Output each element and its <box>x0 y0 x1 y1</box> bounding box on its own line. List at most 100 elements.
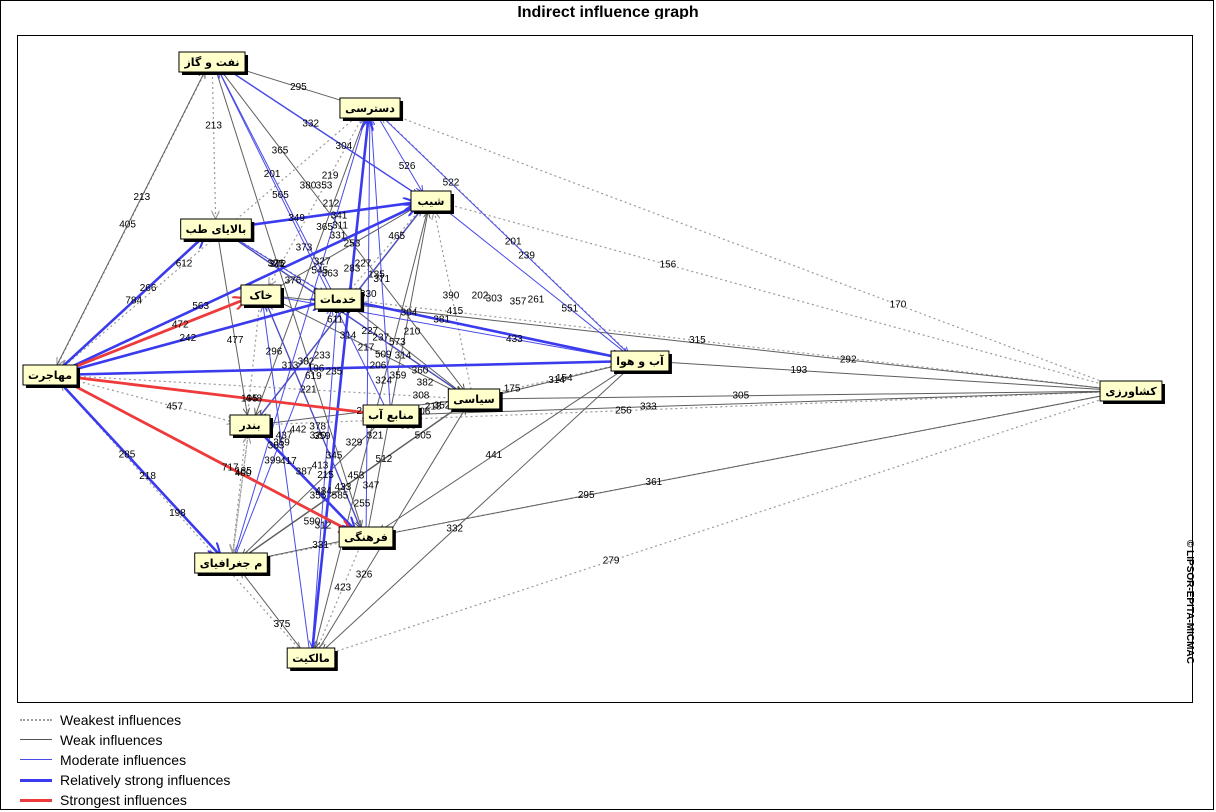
edge-weight-label: 585 <box>332 491 349 502</box>
edge-weight-label: 413 <box>312 461 329 472</box>
node-box <box>314 288 362 310</box>
node-farhangi[interactable]: فرهنگی <box>338 526 396 550</box>
node-balayi[interactable]: بالایای طب <box>180 218 255 242</box>
edge-weight-label: 304 <box>336 141 353 152</box>
edge-farhangi-to-malekiat <box>318 545 361 648</box>
node-naft[interactable]: نفت و گاز <box>178 51 249 75</box>
edge-weight-label: 305 <box>732 390 749 401</box>
edge-weight-label: 256 <box>615 405 632 416</box>
edge-keshavarzi-to-manabe <box>407 390 1118 414</box>
edge-mohajerat-to-jografiayi <box>58 381 220 555</box>
edge-weight-label: 360 <box>412 366 429 377</box>
edge-weight-label: 185 <box>235 466 252 477</box>
legend-swatch-weakest <box>20 719 52 721</box>
edge-weight-label: 717 <box>222 463 239 474</box>
node-jografiayi[interactable]: م جغرافیای <box>194 552 271 576</box>
edge-weight-label: 303 <box>486 294 503 305</box>
edge-weight-label: 206 <box>370 361 387 372</box>
node-label: مالکیت <box>292 652 330 665</box>
node-label: سیاسی <box>453 393 494 406</box>
edge-weight-label: 154 <box>556 373 573 384</box>
node-mohajerat[interactable]: مهاجرت <box>22 364 81 388</box>
edge-weight-label: 349 <box>288 213 305 224</box>
edge-weight-label: 357 <box>510 297 527 308</box>
edge-weight-label: 314 <box>395 351 412 362</box>
node-box <box>240 284 282 306</box>
edge-weight-label: 441 <box>486 450 503 461</box>
node-manabe[interactable]: منابع آب <box>362 404 422 428</box>
node-box <box>229 414 271 436</box>
edge-weight-label: 195 <box>241 393 258 404</box>
legend-swatch-relatively-strong <box>20 779 52 782</box>
edge-weight-label: 237 <box>372 333 389 344</box>
edge-weight-label: 405 <box>119 219 136 230</box>
node-malekiat[interactable]: مالکیت <box>286 647 338 671</box>
node-khak[interactable]: خاک <box>240 284 284 308</box>
edge-weight-label: 296 <box>266 347 283 358</box>
edge-weight-label: 399 <box>264 455 281 466</box>
node-khadamat[interactable]: خدمات <box>314 288 365 312</box>
edge-weight-label: 352 <box>434 401 451 412</box>
edge-weight-label: 526 <box>399 161 416 172</box>
edge-weight-label: 333 <box>640 401 657 412</box>
edge-weight-label: 400 <box>235 468 252 479</box>
node-abohava[interactable]: آب و هوا <box>610 350 672 374</box>
node-label: خاک <box>249 289 272 302</box>
edge-mohajerat-to-khadamat <box>63 302 323 374</box>
legend-label: Weakest influences <box>60 712 182 728</box>
legend-swatch-weak <box>20 739 52 740</box>
edge-weight-label: 156 <box>660 259 677 270</box>
edge-weight-label: 359 <box>390 371 407 382</box>
edge-keshavarzi-to-siasi <box>490 390 1118 399</box>
node-siasi[interactable]: سیاسی <box>447 388 503 412</box>
edge-weight-label: 327 <box>314 256 331 267</box>
edge-jografiayi-to-khadamat <box>235 309 332 554</box>
node-label: بالایای طب <box>186 223 247 236</box>
legend-label: Weak influences <box>60 732 163 748</box>
edge-keshavarzi-to-dastresi <box>385 112 1119 389</box>
node-label: کشاورزی <box>1105 385 1157 398</box>
edge-weight-label: 484 <box>315 486 332 497</box>
edge-khadamat-to-malekiat <box>312 308 338 647</box>
edge-shib-to-naft <box>226 68 420 197</box>
node-bandar[interactable]: بندر <box>229 414 273 438</box>
edge-keshavarzi-to-khak <box>277 296 1118 391</box>
edge-weight-label: 213 <box>133 192 150 203</box>
edge-weight-label: 612 <box>176 259 193 270</box>
edge-siasi-to-shib <box>434 212 472 390</box>
node-shib[interactable]: شیب <box>410 190 454 214</box>
edge-weight-label: 314 <box>340 331 357 342</box>
edge-weight-label: 253 <box>344 239 361 250</box>
edge-weight-label: 512 <box>376 454 393 465</box>
node-box <box>410 190 452 212</box>
edge-keshavarzi-to-malekiat <box>326 393 1118 654</box>
edge-weight-label: 314 <box>548 375 565 386</box>
node-dastresi[interactable]: دسترسی <box>339 97 404 121</box>
edge-weight-label: 242 <box>180 333 197 344</box>
edge-weight-label: 221 <box>300 384 317 395</box>
edge-weight-label: 193 <box>791 365 808 376</box>
edge-weight-label: 279 <box>603 555 620 566</box>
edge-weight-label: 361 <box>646 477 663 488</box>
edge-weight-label: 376 <box>285 276 302 287</box>
legend-swatch-moderate <box>20 759 52 760</box>
edge-mohajerat-to-manabe <box>63 374 375 414</box>
edge-bandar-to-shib <box>258 210 421 418</box>
edge-weight-label: 235 <box>326 367 343 378</box>
edge-keshavarzi-to-khadamat <box>354 300 1118 391</box>
node-label: شیب <box>418 195 445 208</box>
node-box <box>1099 380 1163 402</box>
edge-weight-label: 573 <box>389 337 406 348</box>
edge-weight-label: 437 <box>276 431 293 442</box>
edge-weight-label: 457 <box>166 401 183 412</box>
edge-weight-label: 341 <box>331 211 348 222</box>
edge-weight-label: 202 <box>472 291 489 302</box>
edge-weight-label: 313 <box>282 361 299 372</box>
edge-mohajerat-to-balayi <box>59 236 204 370</box>
node-keshavarzi[interactable]: کشاورزی <box>1099 380 1165 404</box>
edge-abohava-to-dastresi <box>382 116 631 355</box>
edge-weight-label: 355 <box>310 491 327 502</box>
edge-weight-label: 417 <box>280 456 297 467</box>
edge-weight-label: 359 <box>273 437 290 448</box>
edge-weight-label: 332 <box>302 119 319 130</box>
